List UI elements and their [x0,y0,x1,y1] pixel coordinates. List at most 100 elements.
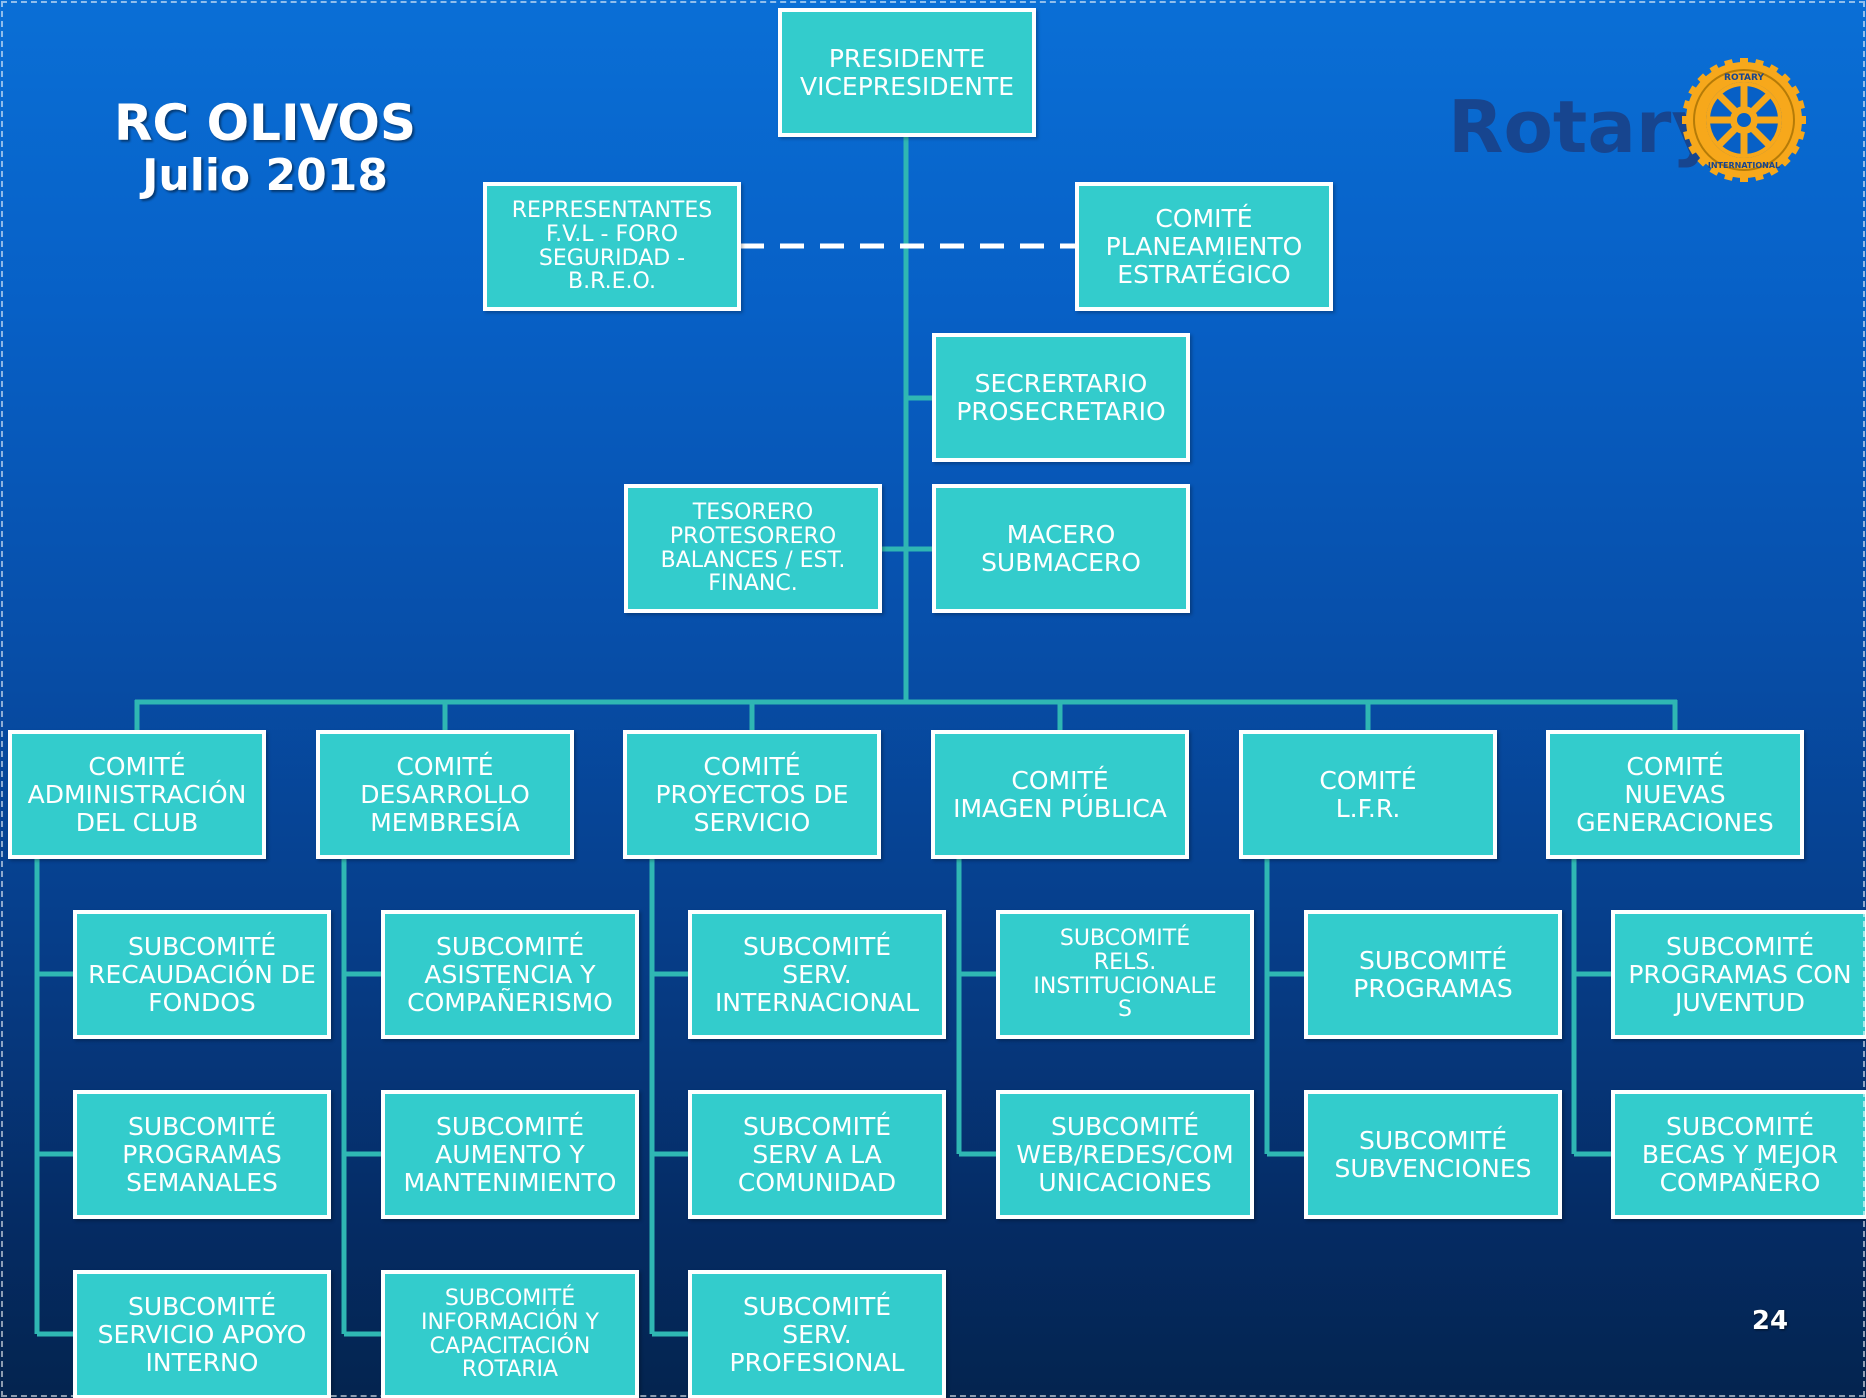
club-name: RC OLIVOS [114,94,416,152]
subcommittee-box-1-2-line-3: SEMANALES [126,1167,278,1197]
committee-box-3-line-1: COMITÉ [703,751,801,781]
subcommittee-box-6-1-line-2: PROGRAMAS CON [1628,959,1852,989]
subcommittee-box-1-1-line-2: RECAUDACIÓN DE [88,959,316,989]
subcommittee-box-1-1-line-3: FONDOS [148,987,256,1017]
subcommittee-box-6-2-line-3: COMPAÑERO [1659,1167,1821,1197]
subcommittee-box-6-2-line-2: BECAS Y MEJOR [1641,1139,1839,1169]
subcommittee-box-6-1-line-1: SUBCOMITÉ [1665,931,1815,961]
subcommittee-box-5-1-line-2: PROGRAMAS [1353,973,1513,1003]
subcommittee-box-4-1-line-3: INSTITUCIONALE [1033,973,1217,999]
chart-date: Julio 2018 [142,150,388,201]
representantes-box-line-3: SEGURIDAD - [538,245,686,271]
subcommittee-box-2-1-line-1: SUBCOMITÉ [435,931,585,961]
macero-box-line-2: SUBMACERO [981,547,1141,577]
subcommittee-box-4-2-line-3: UNICACIONES [1038,1167,1212,1197]
committee-box-2-line-1: COMITÉ [396,751,494,781]
subcommittee-box-2-1-line-2: ASISTENCIA Y [424,959,596,989]
committee-box-5-line-2: L.F.R. [1335,793,1401,823]
committee-box-6-line-2: NUEVAS [1624,779,1726,809]
representantes-box-line-1: REPRESENTANTES [511,198,713,223]
committee-box-1-line-3: DEL CLUB [75,807,199,837]
committee-box-3-line-2: PROYECTOS DE [655,779,849,809]
subcommittee-box-1-3-line-2: SERVICIO APOYO [97,1319,307,1349]
planeamiento-box-line-3: ESTRATÉGICO [1117,259,1291,289]
committee-box-2-line-2: DESARROLLO [360,779,530,809]
subcommittee-box-2-3-line-3: CAPACITACIÓN [429,1333,591,1359]
committee-box-5-line-1: COMITÉ [1319,765,1417,795]
subcommittee-box-1-2-line-2: PROGRAMAS [122,1139,282,1169]
rotary-wordmark: Rotary [1448,85,1718,169]
subcommittee-box-2-3-line-4: ROTARIA [461,1357,559,1383]
committee-box-2-line-3: MEMBRESÍA [370,807,520,837]
subcommittee-box-5-2-line-2: SUBVENCIONES [1334,1153,1532,1183]
committee-box-6-line-1: COMITÉ [1626,751,1724,781]
representantes-box-line-4: B.R.E.O. [568,269,656,295]
subcommittee-box-3-3-line-1: SUBCOMITÉ [742,1291,892,1321]
subcommittee-box-2-3-line-2: INFORMACIÓN Y [421,1309,599,1335]
subcommittee-box-3-2-line-3: COMUNIDAD [737,1167,897,1197]
subcommittee-box-5-2-line-1: SUBCOMITÉ [1358,1125,1508,1155]
macero-box-line-1: MACERO [1006,519,1116,549]
subcommittee-box-1-1-line-1: SUBCOMITÉ [127,931,277,961]
subcommittee-box-1-3-line-1: SUBCOMITÉ [127,1291,277,1321]
subcommittee-box-2-2-line-2: AUMENTO Y [435,1139,585,1169]
subcommittee-box-3-3-line-2: SERV. [782,1319,852,1349]
rotary-logo: Rotary ROTARY INTERNATIONAL [1448,58,1806,182]
subcommittee-box-3-1-line-1: SUBCOMITÉ [742,931,892,961]
committee-box-1-line-1: COMITÉ [88,751,186,781]
subcommittee-box-3-2-line-2: SERV A LA [752,1139,882,1169]
subcommittee-box-4-1-line-4: S [1118,997,1132,1023]
committee-box-6-line-3: GENERACIONES [1576,807,1774,837]
planeamiento-box-line-2: PLANEAMIENTO [1105,231,1303,261]
secretario-box-line-2: PROSECRETARIO [956,396,1166,426]
subcommittee-box-5-1-line-1: SUBCOMITÉ [1358,945,1508,975]
subcommittee-box-2-1-line-3: COMPAÑERISMO [407,987,613,1017]
tesorero-box-line-4: FINANC. [708,571,798,597]
subcommittee-box-1-3-line-3: INTERNO [145,1347,259,1377]
subcommittee-box-4-1-line-1: SUBCOMITÉ [1059,926,1191,951]
subcommittee-box-3-3-line-3: PROFESIONAL [729,1347,905,1377]
tesorero-box-line-3: BALANCES / EST. [660,547,846,573]
subcommittee-box-4-1-line-2: RELS. [1093,949,1157,975]
committee-box-4-line-1: COMITÉ [1011,765,1109,795]
committee-box-3-line-3: SERVICIO [693,807,811,837]
secretario-box-line-1: SECRERTARIO [974,368,1148,398]
subcommittee-box-6-2-line-1: SUBCOMITÉ [1665,1111,1815,1141]
presidente-box-line-2: VICEPRESIDENTE [799,71,1015,101]
rotary-ring-top: ROTARY [1724,73,1764,83]
presidente-box-line-1: PRESIDENTE [828,43,986,73]
planeamiento-box-line-1: COMITÉ [1155,203,1253,233]
rotary-wheel-icon: ROTARY INTERNATIONAL [1682,58,1806,182]
committee-box-4-line-2: IMAGEN PÚBLICA [953,793,1167,823]
rotary-ring-bottom: INTERNATIONAL [1708,161,1780,170]
subcommittee-box-1-2-line-1: SUBCOMITÉ [127,1111,277,1141]
tesorero-box-line-1: TESORERO [692,500,814,525]
